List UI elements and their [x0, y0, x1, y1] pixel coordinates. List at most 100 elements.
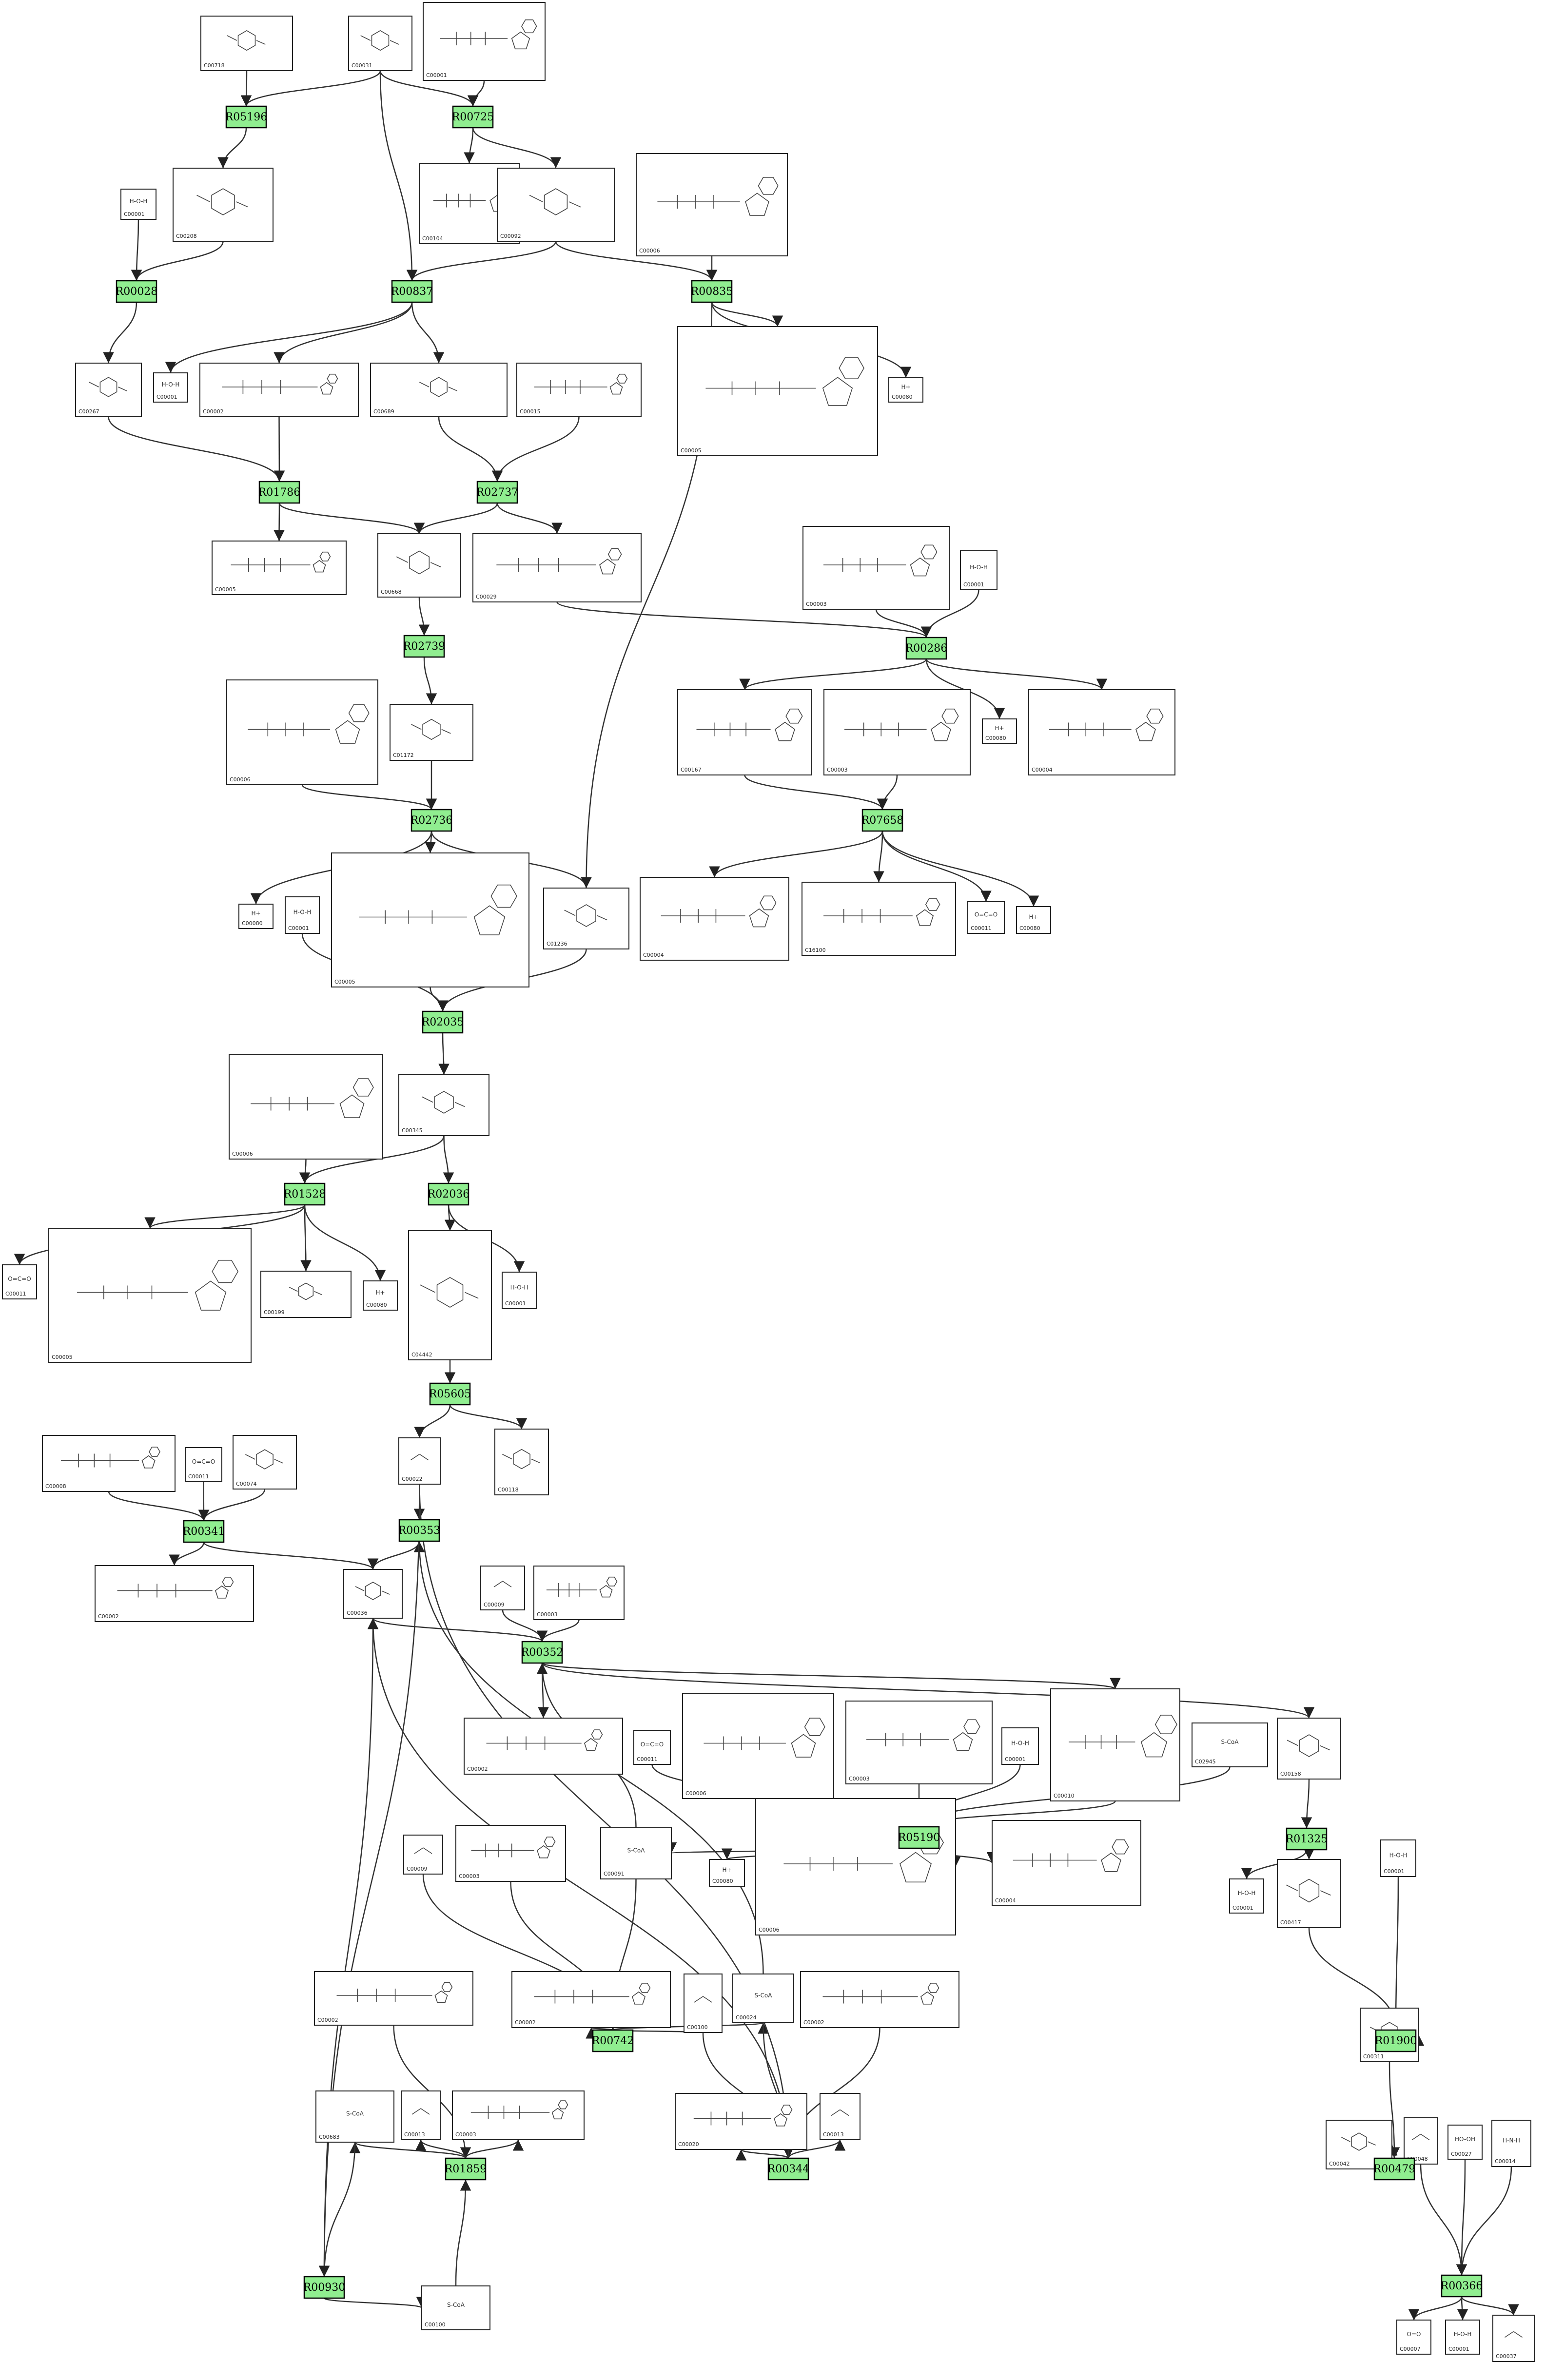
compound-node[interactable]: C00002: [464, 1718, 623, 1775]
compound-node[interactable]: C00345: [398, 1074, 489, 1136]
compound-node[interactable]: C00013: [401, 2090, 441, 2140]
compound-node[interactable]: C00002: [199, 363, 359, 417]
reaction-node[interactable]: R02036: [428, 1182, 470, 1206]
compound-node[interactable]: C00158: [1277, 1718, 1341, 1780]
compound-node[interactable]: C00267: [75, 363, 142, 417]
compound-node[interactable]: C00002: [314, 1971, 473, 2026]
compound-node[interactable]: C00003: [845, 1701, 993, 1784]
reaction-node[interactable]: R02736: [411, 809, 453, 832]
reaction-node[interactable]: R01786: [258, 481, 301, 504]
compound-node[interactable]: C00006: [636, 153, 788, 256]
compound-node[interactable]: C00002: [800, 1971, 959, 2028]
compound-node[interactable]: C00004: [1028, 689, 1175, 775]
reaction-node[interactable]: R00930: [303, 2276, 346, 2299]
reaction-node[interactable]: R01900: [1375, 2029, 1417, 2052]
reaction-node[interactable]: R00341: [183, 1520, 225, 1543]
compound-node[interactable]: C00031: [348, 16, 412, 71]
compound-node[interactable]: C00003: [823, 689, 971, 775]
compound-node[interactable]: H+C00080: [1016, 906, 1051, 934]
compound-node[interactable]: C00100: [684, 1974, 723, 2033]
reaction-node[interactable]: R00835: [691, 280, 733, 303]
compound-node[interactable]: C00022: [398, 1437, 441, 1485]
reaction-node[interactable]: R00344: [767, 2157, 810, 2181]
reaction-node[interactable]: R07658: [861, 809, 904, 832]
compound-node[interactable]: C00003: [455, 1825, 566, 1882]
compound-node[interactable]: C00004: [992, 1820, 1141, 1906]
reaction-node[interactable]: R01325: [1286, 1827, 1328, 1851]
reaction-node[interactable]: R00286: [905, 637, 948, 660]
compound-node[interactable]: C01172: [390, 704, 473, 761]
reaction-node[interactable]: R00366: [1441, 2274, 1483, 2298]
compound-node[interactable]: C00006: [755, 1798, 956, 1935]
compound-node[interactable]: C00417: [1277, 1859, 1341, 1928]
compound-node[interactable]: C00118: [494, 1429, 549, 1495]
compound-node[interactable]: C00199: [260, 1271, 352, 1318]
reaction-node[interactable]: R01859: [445, 2157, 487, 2181]
compound-node[interactable]: C00005: [212, 541, 347, 595]
compound-node[interactable]: C00668: [377, 533, 461, 598]
reaction-node[interactable]: R05605: [429, 1382, 471, 1406]
compound-node[interactable]: C00009: [480, 1566, 525, 1610]
compound-node[interactable]: H+C00080: [363, 1280, 398, 1311]
compound-node[interactable]: C00008: [42, 1435, 176, 1492]
compound-node[interactable]: C00009: [403, 1835, 443, 1875]
reaction-node[interactable]: R05190: [898, 1826, 940, 1849]
compound-node[interactable]: C00020: [675, 2093, 807, 2150]
compound-node[interactable]: C00689: [370, 363, 508, 417]
compound-node[interactable]: C00004: [640, 877, 789, 961]
compound-node[interactable]: H+C00080: [709, 1859, 745, 1887]
compound-node[interactable]: C00074: [233, 1435, 297, 1490]
compound-node[interactable]: C00167: [677, 689, 812, 775]
compound-node[interactable]: C00013: [820, 2093, 861, 2140]
compound-node[interactable]: H+C00080: [238, 904, 274, 929]
compound-node[interactable]: C00036: [343, 1569, 403, 1619]
reaction-node[interactable]: R00479: [1373, 2157, 1416, 2181]
reaction-node[interactable]: R02739: [403, 635, 446, 658]
reaction-node[interactable]: R01528: [284, 1182, 326, 1206]
reaction-node[interactable]: R00028: [116, 280, 158, 303]
compound-node[interactable]: C00005: [331, 852, 529, 987]
compound-node[interactable]: C00003: [452, 2090, 585, 2140]
reaction-node[interactable]: R00352: [521, 1641, 564, 1664]
reaction-node[interactable]: R02035: [422, 1010, 464, 1034]
reaction-node[interactable]: R05196: [225, 105, 268, 129]
compound-node[interactable]: C00003: [802, 526, 950, 610]
compound-node[interactable]: C00002: [511, 1971, 671, 2028]
compound-node[interactable]: C16100: [802, 882, 956, 956]
compound-node[interactable]: C00006: [229, 1054, 383, 1160]
compound-node[interactable]: C00005: [677, 326, 878, 456]
compound-node[interactable]: C00092: [497, 168, 615, 242]
compound-node[interactable]: H+C00080: [888, 377, 923, 403]
compound-node[interactable]: C01236: [543, 888, 629, 949]
compound-node[interactable]: C00010: [1050, 1688, 1180, 1801]
reaction-node[interactable]: R02737: [476, 481, 519, 504]
compound-node[interactable]: C00048: [1404, 2117, 1438, 2165]
reaction-node[interactable]: R00742: [592, 2029, 634, 2052]
compound-node[interactable]: C00003: [533, 1566, 625, 1620]
compound-node[interactable]: C00002: [95, 1565, 254, 1622]
compound-node[interactable]: C04442: [408, 1230, 492, 1360]
compound-node[interactable]: C00005: [48, 1228, 252, 1363]
compound-node[interactable]: C00001: [423, 2, 546, 81]
compound-node[interactable]: C00006: [682, 1693, 834, 1799]
compound-node[interactable]: C00037: [1492, 2315, 1535, 2362]
